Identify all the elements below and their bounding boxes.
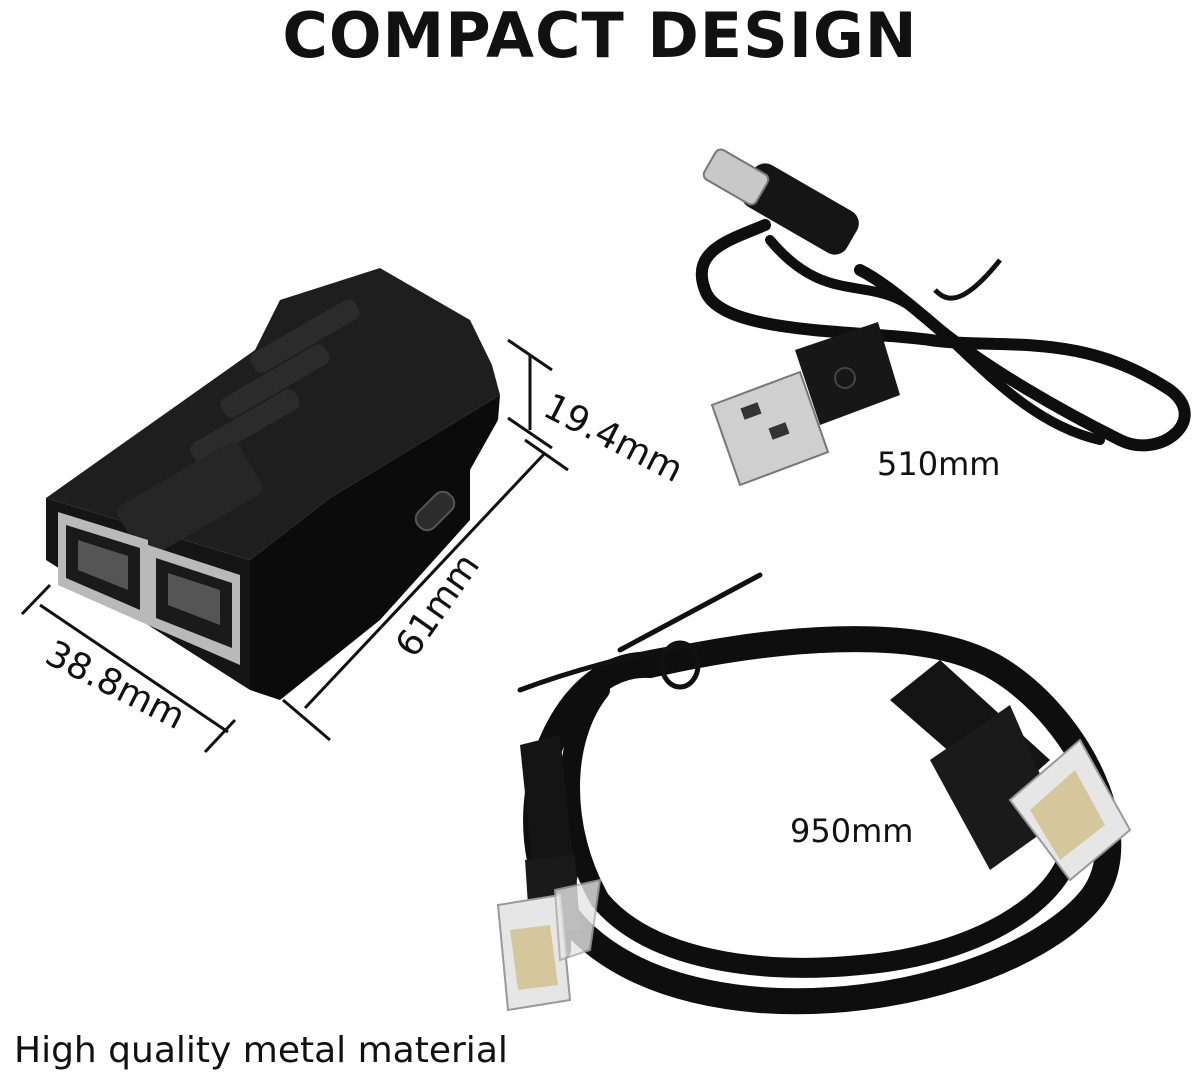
ethernet-cable-length-label: 950mm	[790, 812, 914, 850]
rj45-port-right	[148, 545, 240, 665]
rj45-plug-left	[496, 735, 602, 1012]
page-title: COMPACT DESIGN	[282, 0, 918, 72]
rj45-plug-right	[890, 660, 1132, 882]
dimension-lines	[20, 338, 569, 754]
usb-cable-length-label: 510mm	[877, 445, 1001, 483]
material-caption: High quality metal material	[14, 1030, 508, 1071]
usb-cable	[695, 148, 1191, 487]
rj45-port-left	[58, 512, 148, 625]
